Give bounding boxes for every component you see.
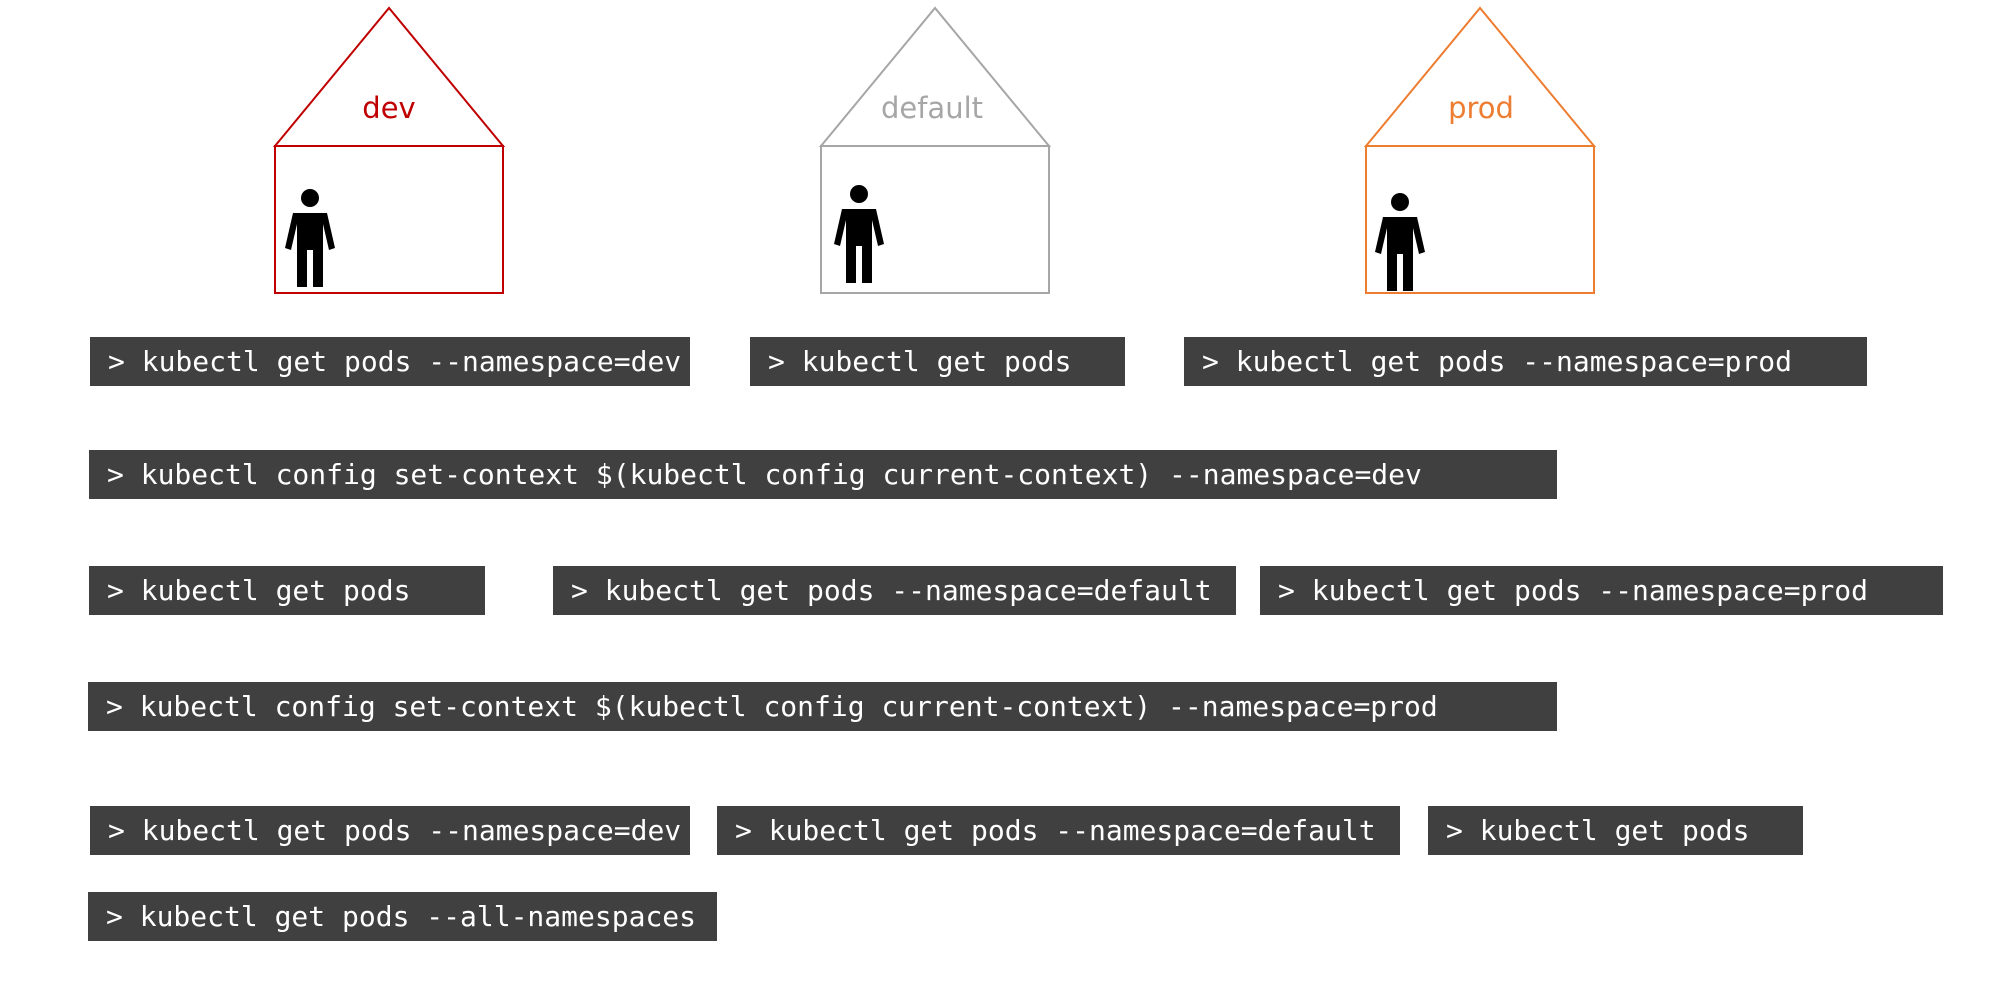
command-get-pods: > kubectl get pods [89,566,485,615]
command-set-context-dev: > kubectl config set-context $(kubectl c… [89,450,1557,499]
houses-layer: dev default prod [272,6,1597,294]
house-prod: prod [1363,6,1597,294]
command-set-context-prod: > kubectl config set-context $(kubectl c… [88,682,1557,731]
command-get-pods-all-namespaces: > kubectl get pods --all-namespaces [88,892,717,941]
command-get-pods-prod: > kubectl get pods --namespace=prod [1260,566,1943,615]
house-default: default [818,6,1052,294]
house-dev-roof [272,6,506,147]
house-default-label: default [881,91,983,125]
house-dev-body [274,145,504,294]
house-prod-label: prod [1448,91,1514,125]
command-get-pods-dev: > kubectl get pods --namespace=dev [90,337,690,386]
command-get-pods-prod: > kubectl get pods --namespace=prod [1184,337,1867,386]
command-get-pods-dev: > kubectl get pods --namespace=dev [90,806,690,855]
command-get-pods-default: > kubectl get pods --namespace=default [553,566,1236,615]
command-get-pods-default: > kubectl get pods --namespace=default [717,806,1400,855]
person-icon [834,185,884,283]
house-dev-label: dev [362,91,415,125]
house-prod-roof [1363,6,1597,147]
house-dev: dev [272,6,506,294]
person-icon [285,189,335,287]
house-prod-body [1365,145,1595,294]
person-icon [1375,193,1425,291]
command-get-pods: > kubectl get pods [1428,806,1803,855]
house-default-roof [818,6,1052,147]
house-default-body [820,145,1050,294]
command-get-pods: > kubectl get pods [750,337,1125,386]
